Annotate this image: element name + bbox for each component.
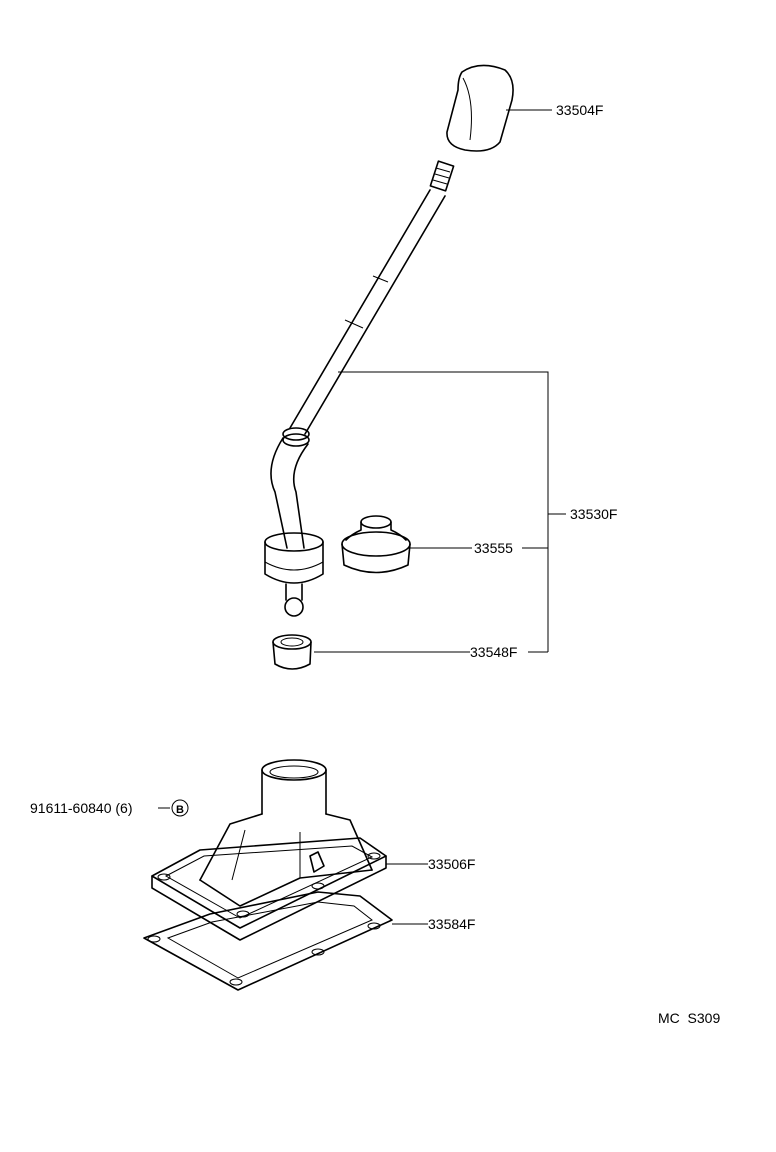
leader-lines [158, 109, 566, 925]
label-knob: 33504F [556, 102, 603, 118]
label-boot: 33555 [474, 540, 513, 556]
label-seat: 33548F [470, 644, 517, 660]
shift-lever-seat [272, 634, 312, 670]
shift-lever-boot [341, 515, 411, 574]
shift-lever-retainer [151, 759, 387, 941]
label-bolt: 91611-60840 (6) [30, 800, 132, 816]
label-retainer: 33506F [428, 856, 475, 872]
label-lever-assembly: 33530F [570, 506, 617, 522]
label-gasket: 33584F [428, 916, 475, 932]
shift-knob [446, 64, 514, 152]
shift-lever [264, 160, 455, 617]
bolt-marker: B [171, 799, 189, 817]
svg-text:B: B [176, 804, 184, 816]
retainer-gasket [143, 891, 393, 991]
footer-code: MC S309 [658, 1010, 720, 1026]
